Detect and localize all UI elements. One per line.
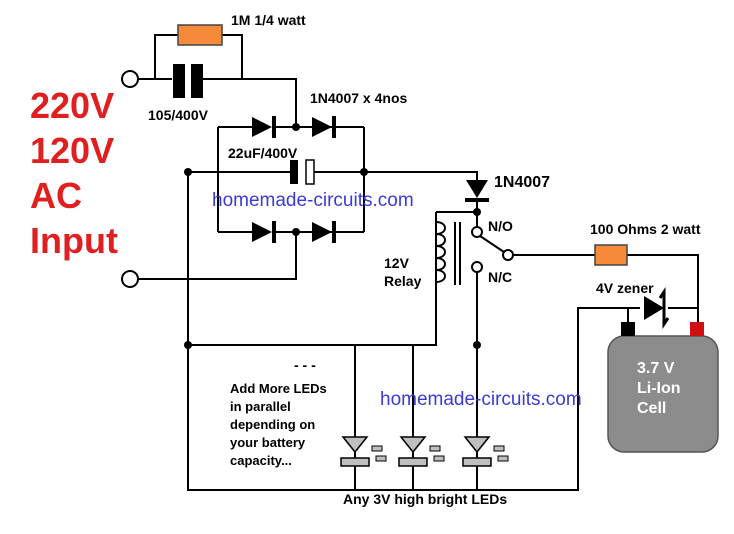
junction-dots [184,123,481,349]
capacitor-105 [173,64,203,98]
diode-bridge-bottom-right [312,221,336,243]
resistor-1m-label: 1M 1/4 watt [231,12,306,28]
led-2 [398,436,445,467]
watermark-bottom: homemade-circuits.com [380,389,582,410]
zener-label: 4V zener [596,280,654,296]
more-leds-note-line-4: your battery [230,435,306,450]
cell-label-line-2: Li-Ion [637,380,681,397]
more-leds-note-line-1: Add More LEDs [230,381,327,396]
resistor-1m [177,24,223,46]
more-leds-note-line-2: in parallel [230,399,291,414]
resistor-100-label: 100 Ohms 2 watt [590,221,701,237]
li-ion-cell [607,322,719,453]
resistor-100-ohm [594,244,628,266]
diode-1n4007-label: 1N4007 [494,174,550,191]
relay-coil [435,212,461,345]
input-label-line-1: 220V [30,85,114,126]
relay-contacts [471,226,514,273]
input-label: 220V 120V AC Input [30,85,118,261]
contact-nc-label: N/C [488,269,512,285]
relay-label-line-1: 12V [384,255,410,271]
zener-diode [644,287,670,329]
input-label-line-3: AC [30,175,82,216]
cell-negative-terminal [621,322,635,336]
diode-bridge-bottom-left [252,221,276,243]
diodes-bridge-label: 1N4007 x 4nos [310,90,407,106]
cell-label-line-3: Cell [637,400,666,417]
more-leds-note-line-3: depending on [230,417,315,432]
led-3 [462,436,509,467]
input-label-line-4: Input [30,220,118,261]
wires [138,34,699,491]
input-label-line-2: 120V [30,130,114,171]
capacitor-105-label: 105/400V [148,107,209,123]
capacitor-22uf-label: 22uF/400V [228,145,298,161]
more-leds-dots: - - - [294,357,316,373]
diode-1n4007 [465,180,489,202]
cell-label-line-1: 3.7 V [637,360,675,377]
diode-bridge-top-right [312,116,336,138]
cell-positive-terminal [690,322,704,336]
diode-bridge-top-left [252,116,276,138]
more-leds-note-line-5: capacity... [230,453,292,468]
contact-no-label: N/O [488,218,513,234]
relay-label-line-2: Relay [384,273,422,289]
input-terminal-top [121,70,139,88]
watermark-top: homemade-circuits.com [212,190,414,211]
led-1 [340,436,387,467]
input-terminal-bottom [121,270,139,288]
capacitor-22uf [290,159,315,185]
leds-label: Any 3V high bright LEDs [343,491,507,507]
